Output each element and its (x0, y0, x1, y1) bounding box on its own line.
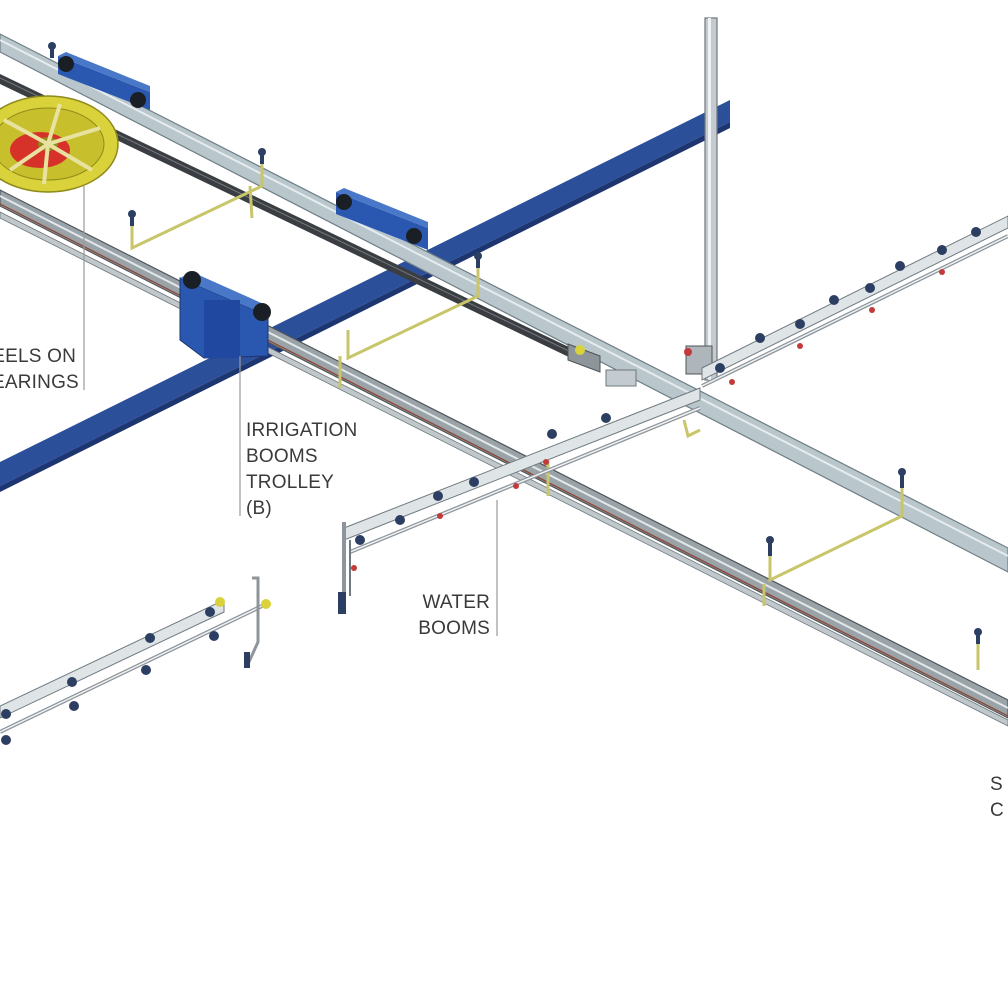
nozzle-icon (1, 227, 981, 745)
callout-edge-cut: S C (990, 772, 1004, 824)
cross-beam (0, 100, 730, 492)
callout-trolley-line-3: TROLLEY (246, 472, 334, 493)
vertical-post (704, 17, 718, 381)
callout-wheels-line-1: EELS ON (0, 346, 76, 367)
callout-trolley-line-1: IRRIGATION (246, 420, 358, 441)
hanger-bolts (48, 42, 982, 644)
callout-irrigation-booms-trolley: IRRIGATION BOOMS TROLLEY (B) (246, 418, 357, 522)
callout-water-line-1: WATER (422, 592, 490, 613)
wheel-icon (0, 95, 119, 193)
callout-water-line-2: BOOMS (418, 618, 490, 639)
leader-lines (83, 186, 498, 636)
water-boom-left (0, 576, 271, 734)
callout-edge-line-1: S (990, 774, 1003, 795)
trolley-upper-left (58, 52, 150, 110)
callout-water-booms: WATER BOOMS (408, 590, 490, 642)
callout-wheels-on-bearings: EELS ON EARINGS (0, 344, 79, 396)
callout-trolley-line-2: BOOMS (246, 446, 318, 467)
trolley-center (336, 188, 428, 250)
callout-wheels-line-2: EARINGS (0, 372, 79, 393)
water-boom-center (342, 387, 701, 606)
upper-rail (0, 33, 1008, 573)
trolley-b (179, 271, 271, 359)
callout-edge-line-2: C (990, 800, 1004, 821)
boom-carriage (567, 343, 713, 387)
hangers (130, 164, 980, 670)
water-boom-right (701, 215, 1008, 388)
callout-trolley-line-4: (B) (246, 498, 272, 519)
